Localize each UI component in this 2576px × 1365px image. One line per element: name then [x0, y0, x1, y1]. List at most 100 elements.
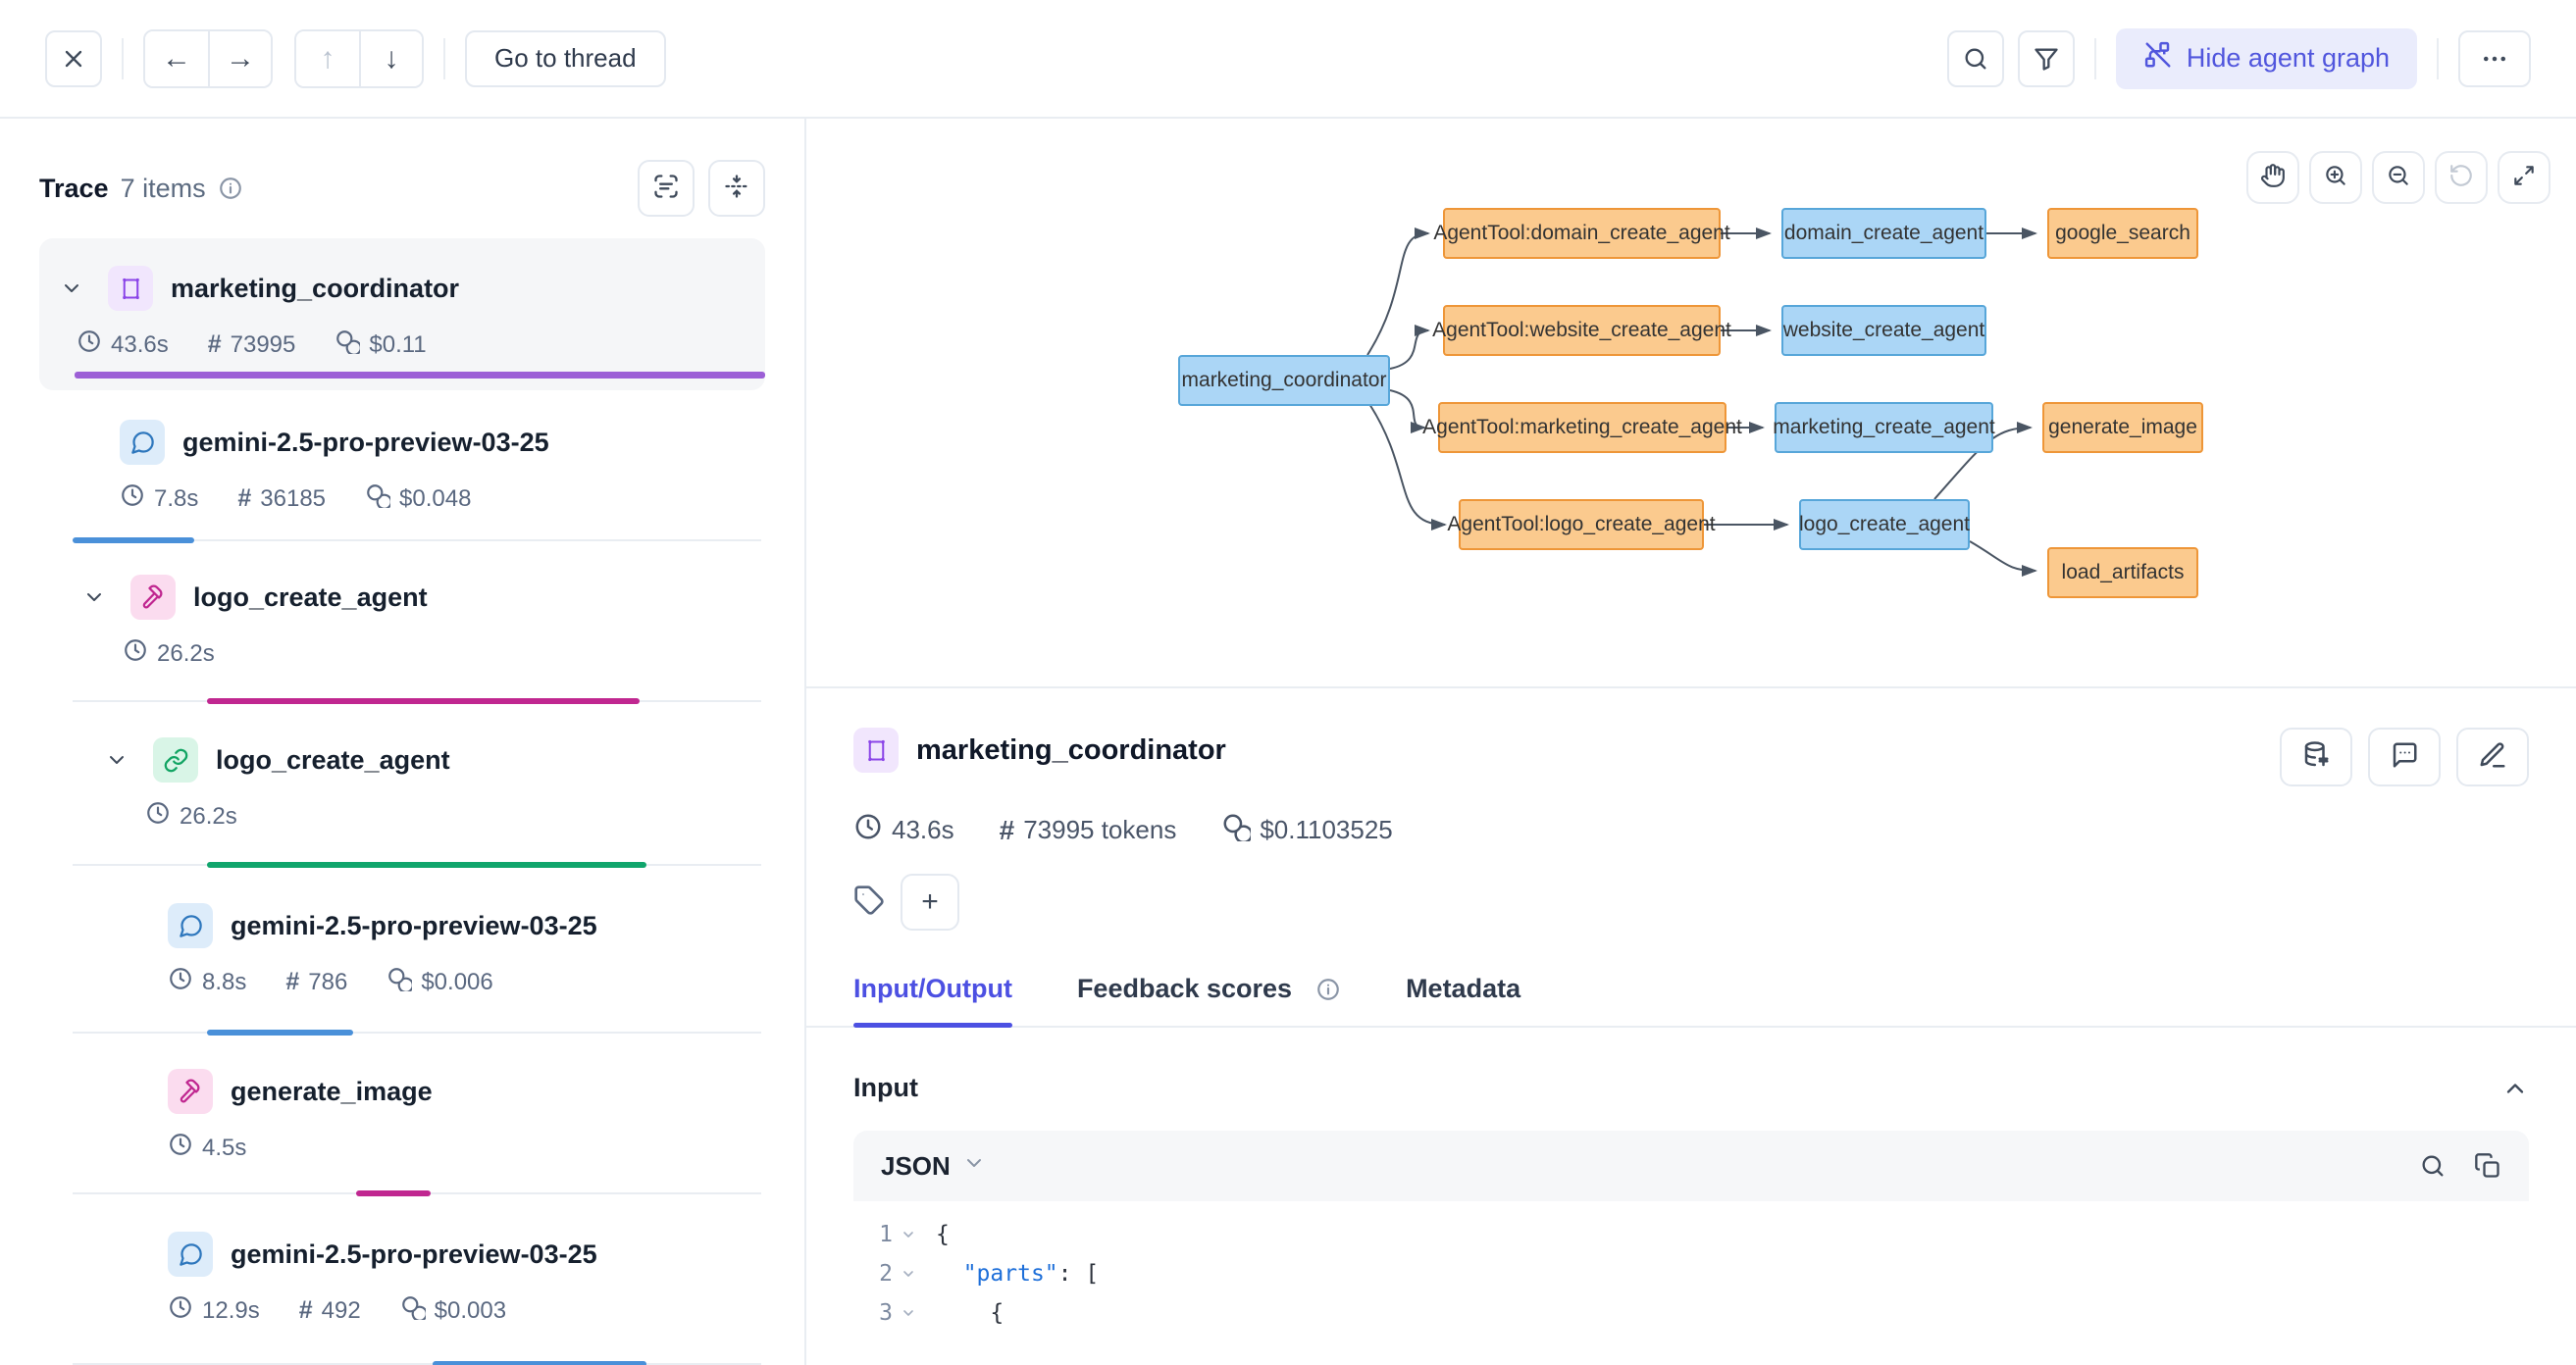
search-icon	[1962, 45, 1989, 73]
agent-graph[interactable]: marketing_coordinator AgentTool:domain_c…	[806, 119, 2576, 688]
link-icon	[153, 737, 198, 783]
graph-node[interactable]: AgentTool:marketing_create_agent	[1422, 402, 1742, 453]
cost-metric: $0.006	[386, 966, 493, 998]
graph-node[interactable]: domain_create_agent	[1781, 208, 1986, 259]
clock-icon	[145, 800, 171, 833]
filter-button[interactable]	[2017, 29, 2075, 87]
down-span-button[interactable]: ↓	[359, 30, 422, 86]
graph-node[interactable]: marketing_create_agent	[1773, 402, 1995, 453]
search-in-json-button[interactable]	[2419, 1152, 2447, 1180]
trace-row-gemini[interactable]: gemini-2.5-pro-preview-03-25 12.9s #492 …	[0, 1194, 804, 1365]
zoom-in-icon	[2323, 163, 2348, 193]
filter-icon	[2033, 45, 2060, 73]
trace-icon	[853, 728, 899, 773]
divider	[2093, 37, 2096, 79]
hide-agent-graph-button[interactable]: Hide agent graph	[2115, 27, 2417, 89]
top-toolbar: ← → ↑ ↓ Go to thread	[0, 0, 2576, 119]
chevron-up-icon[interactable]	[2501, 1075, 2529, 1102]
chevron-down-icon[interactable]	[100, 748, 133, 772]
go-to-thread-button[interactable]: Go to thread	[465, 29, 666, 87]
fit-view-button[interactable]	[2498, 151, 2550, 204]
trace-row-logo-create-agent[interactable]: logo_create_agent 26.2s	[0, 541, 804, 704]
duration-metric: 26.2s	[123, 637, 215, 670]
timeline-track	[73, 1030, 761, 1036]
prev-trace-button[interactable]: ←	[145, 30, 208, 86]
info-icon[interactable]	[218, 176, 243, 201]
copy-icon[interactable]	[2474, 1152, 2501, 1180]
hide-agent-graph-label: Hide agent graph	[2186, 43, 2390, 73]
up-span-button[interactable]: ↑	[296, 30, 359, 86]
hand-icon	[2260, 163, 2286, 193]
hash-icon: #	[237, 484, 252, 512]
graph-node[interactable]: AgentTool:website_create_agent	[1432, 305, 1731, 356]
timeline-bar	[75, 372, 765, 379]
timeline-track	[73, 1361, 761, 1365]
cost-metric: $0.11	[335, 329, 427, 361]
hammer-icon	[168, 1069, 213, 1114]
graph-node[interactable]: AgentTool:logo_create_agent	[1447, 499, 1716, 550]
timeline-track	[73, 537, 761, 543]
trace-row-gemini[interactable]: gemini-2.5-pro-preview-03-25 7.8s #36185…	[0, 390, 804, 543]
trace-row-marketing-coordinator[interactable]: marketing_coordinator 43.6s # 73995 $0.1…	[39, 238, 765, 390]
toolbar-right: Hide agent graph	[1946, 27, 2531, 89]
timeline-bar	[73, 537, 194, 543]
close-button[interactable]	[45, 29, 102, 87]
tab-input-output[interactable]: Input/Output	[853, 974, 1012, 1028]
rotate-ccw-icon	[2448, 163, 2474, 193]
zoom-out-button[interactable]	[2372, 151, 2425, 204]
agent-graph-icon	[2143, 40, 2173, 76]
chevron-down-icon	[962, 1151, 986, 1182]
chevron-down-icon[interactable]	[77, 585, 111, 609]
zoom-out-icon	[2386, 163, 2411, 193]
tab-metadata[interactable]: Metadata	[1406, 974, 1521, 1003]
graph-node[interactable]: logo_create_agent	[1799, 499, 1970, 550]
next-trace-button[interactable]: →	[208, 30, 271, 86]
tokens-metric: # 73995	[207, 330, 296, 358]
span-label: gemini-2.5-pro-preview-03-25	[231, 910, 597, 940]
pencil-icon	[2478, 740, 2507, 775]
detail-title: marketing_coordinator	[916, 733, 1226, 766]
add-tag-button[interactable]: +	[901, 874, 959, 931]
detail-tabs: Input/Output Feedback scores Metadata	[806, 974, 2576, 1028]
info-icon	[1315, 977, 1341, 1002]
prev-next-group: ← →	[143, 28, 273, 88]
code-lines[interactable]: 1{2 "parts": [3 {	[879, 1222, 1100, 1326]
zoom-in-button[interactable]	[2309, 151, 2362, 204]
tokens-metric: #36185	[237, 484, 327, 512]
reset-view-button[interactable]	[2435, 151, 2488, 204]
collapse-all-button[interactable]	[708, 160, 765, 217]
graph-node[interactable]: generate_image	[2042, 402, 2203, 453]
chevron-down-icon[interactable]	[55, 277, 88, 300]
hammer-icon	[130, 575, 176, 620]
format-select[interactable]: JSON	[881, 1151, 986, 1182]
add-to-dataset-button[interactable]	[2280, 728, 2352, 786]
graph-node[interactable]: load_artifacts	[2047, 547, 2198, 598]
trace-row-generate-image[interactable]: generate_image 4.5s	[0, 1034, 804, 1196]
edit-button[interactable]	[2456, 728, 2529, 786]
search-button[interactable]	[1946, 29, 2004, 87]
maximize-icon	[2511, 163, 2537, 193]
more-actions-button[interactable]	[2458, 29, 2531, 87]
timeline-bar	[356, 1190, 432, 1196]
trace-row-gemini[interactable]: gemini-2.5-pro-preview-03-25 8.8s #786 $…	[0, 866, 804, 1036]
pan-button[interactable]	[2246, 151, 2299, 204]
duration-metric: 12.9s	[168, 1294, 260, 1327]
graph-node[interactable]: marketing_coordinator	[1178, 355, 1390, 406]
duration-metric: 43.6s	[77, 329, 169, 361]
comments-button[interactable]	[2368, 728, 2441, 786]
span-label: logo_create_agent	[193, 581, 428, 612]
detailed-view-button[interactable]	[638, 160, 695, 217]
coins-icon	[1221, 812, 1254, 848]
timeline-track	[73, 698, 761, 704]
plus-icon: +	[921, 885, 939, 918]
trace-detail-side: marketing_coordinator AgentTool:domain_c…	[806, 119, 2576, 1365]
tab-feedback-scores[interactable]: Feedback scores	[1077, 974, 1341, 1026]
duration-metric: 7.8s	[120, 482, 198, 515]
clock-icon	[123, 637, 148, 670]
hash-icon: #	[285, 968, 300, 995]
trace-row-logo-create-agent-inner[interactable]: logo_create_agent 26.2s	[0, 702, 804, 868]
graph-node[interactable]: AgentTool:domain_create_agent	[1433, 208, 1730, 259]
graph-node[interactable]: website_create_agent	[1781, 305, 1986, 356]
tokens-metric: #786	[285, 968, 348, 995]
graph-node[interactable]: google_search	[2047, 208, 2198, 259]
